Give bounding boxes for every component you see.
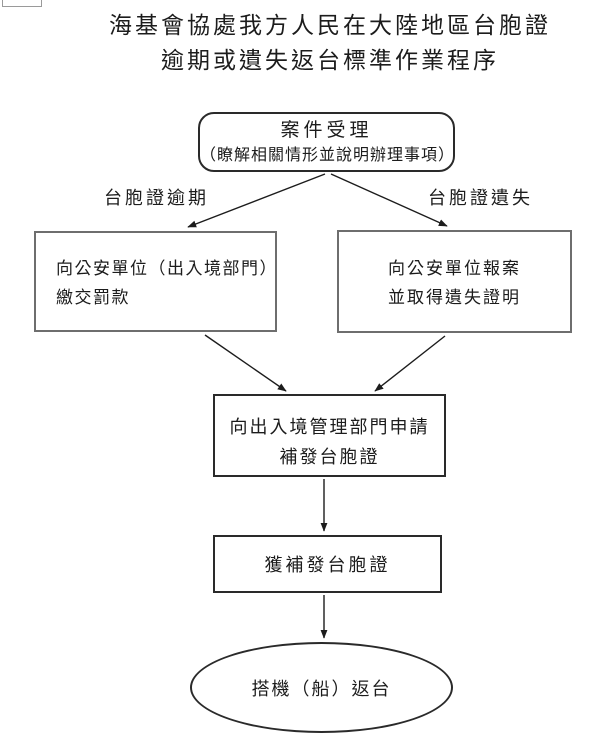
apply-reissue-line1: 向出入境管理部門申請	[229, 417, 430, 437]
page-title-line1: 海基會協處我方人民在大陸地區台胞證	[109, 13, 551, 38]
receive-reissued-label: 獲補發台胞證	[264, 555, 391, 575]
apply-reissue-line2: 補發台胞證	[279, 447, 380, 467]
arrow-overdue-to-apply	[204, 334, 287, 392]
return-to-taiwan-label: 搭機（船）返台	[251, 678, 392, 699]
pay-fine-line1: 向公安單位（出入境部門）	[56, 259, 278, 278]
node-case-intake: 案件受理 （瞭解相關情形並說明辦理事項）	[198, 112, 455, 172]
report-loss-line2: 並取得遺失證明	[388, 288, 521, 307]
node-pay-fine: 向公安單位（出入境部門） 繳交罰款	[34, 231, 277, 332]
page-title-line2: 逾期或遺失返台標準作業程序	[161, 48, 499, 73]
branch-label-lost: 台胞證遺失	[428, 188, 533, 208]
page-title: 海基會協處我方人民在大陸地區台胞證 逾期或遺失返台標準作業程序	[60, 8, 600, 78]
case-intake-title: 案件受理	[280, 120, 373, 141]
node-return-to-taiwan: 搭機（船）返台	[190, 642, 453, 733]
case-intake-subtitle: （瞭解相關情形並說明辦理事項）	[200, 147, 456, 164]
node-receive-reissued: 獲補發台胞證	[213, 535, 442, 593]
node-apply-reissue: 向出入境管理部門申請 補發台胞證	[213, 394, 446, 477]
arrow-lost-to-apply	[374, 335, 446, 392]
report-loss-line1: 向公安單位報案	[388, 259, 521, 278]
node-report-loss: 向公安單位報案 並取得遺失證明	[337, 230, 572, 333]
branch-label-overdue: 台胞證逾期	[104, 188, 209, 208]
pay-fine-line2: 繳交罰款	[56, 288, 130, 307]
scan-artifact	[2, 0, 42, 7]
